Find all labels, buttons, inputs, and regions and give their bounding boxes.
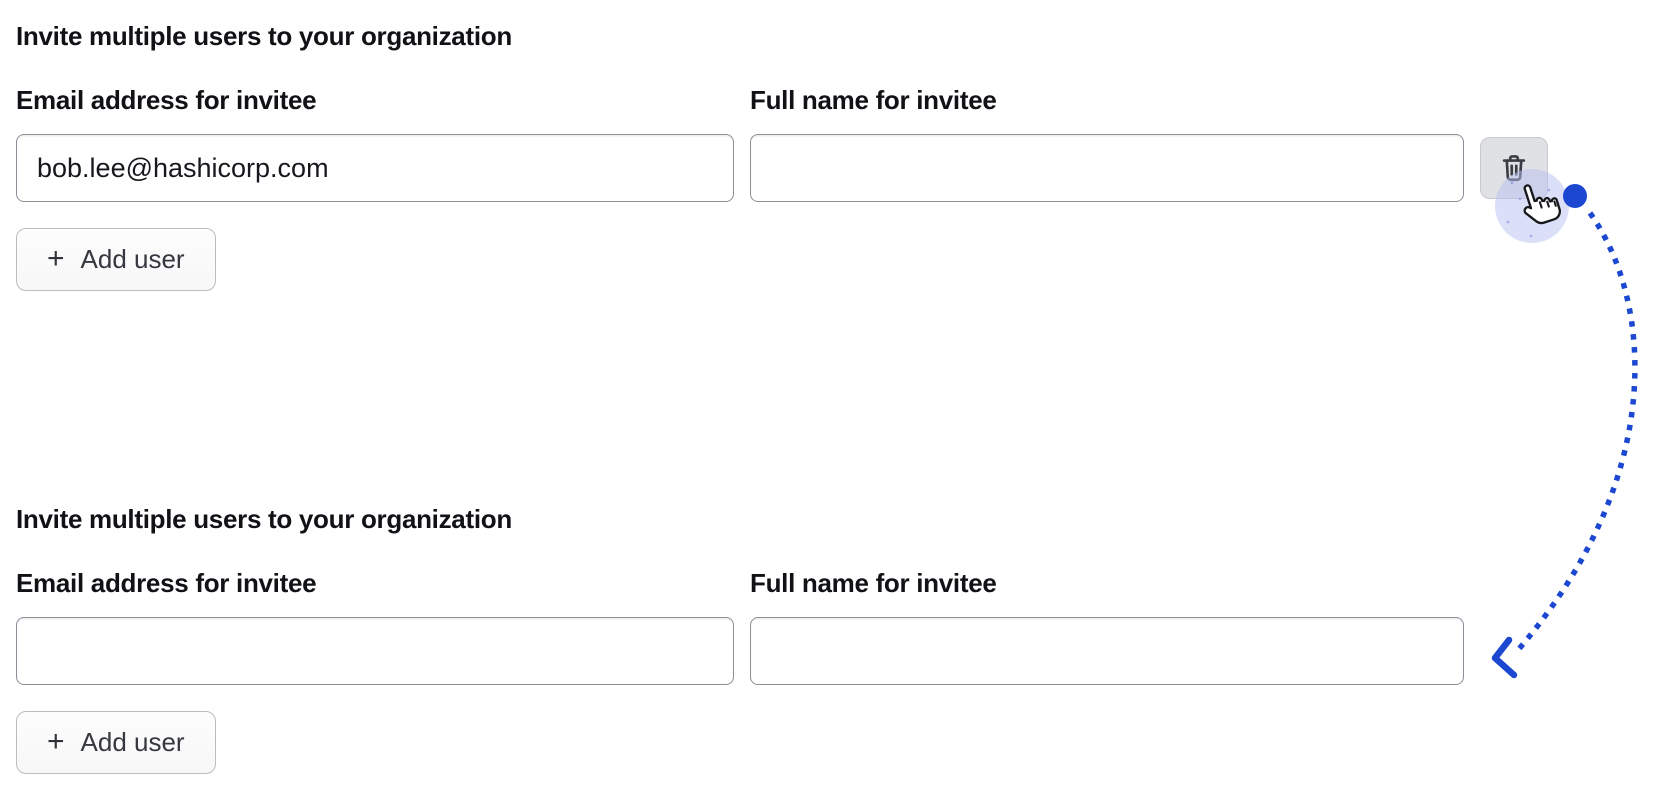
delete-user-button[interactable] [1480,137,1548,199]
invitee-row [16,134,1672,202]
trash-icon [1498,152,1530,184]
add-user-button[interactable]: + Add user [16,228,216,291]
page-title: Invite multiple users to your organizati… [16,21,512,51]
email-label: Email address for invitee [16,85,317,115]
add-user-label: Add user [80,244,185,274]
fullname-input[interactable] [750,134,1464,202]
field-labels-row: Email address for invitee Full name for … [16,567,1672,617]
fullname-input[interactable] [750,617,1464,685]
email-label: Email address for invitee [16,568,317,598]
email-input[interactable] [16,134,734,202]
add-user-button[interactable]: + Add user [16,711,216,774]
fullname-label: Full name for invitee [750,568,997,598]
page-title-2: Invite multiple users to your organizati… [16,504,512,534]
plus-icon: + [47,724,65,758]
invite-form-before: Invite multiple users to your organizati… [16,20,1672,291]
plus-icon: + [47,241,65,275]
add-user-label: Add user [80,727,185,757]
email-input[interactable] [16,617,734,685]
fullname-label: Full name for invitee [750,85,997,115]
invite-form-after: Invite multiple users to your organizati… [16,503,1672,774]
page-content: Invite multiple users to your organizati… [16,20,1672,774]
invitee-row [16,617,1672,685]
field-labels-row: Email address for invitee Full name for … [16,84,1672,134]
